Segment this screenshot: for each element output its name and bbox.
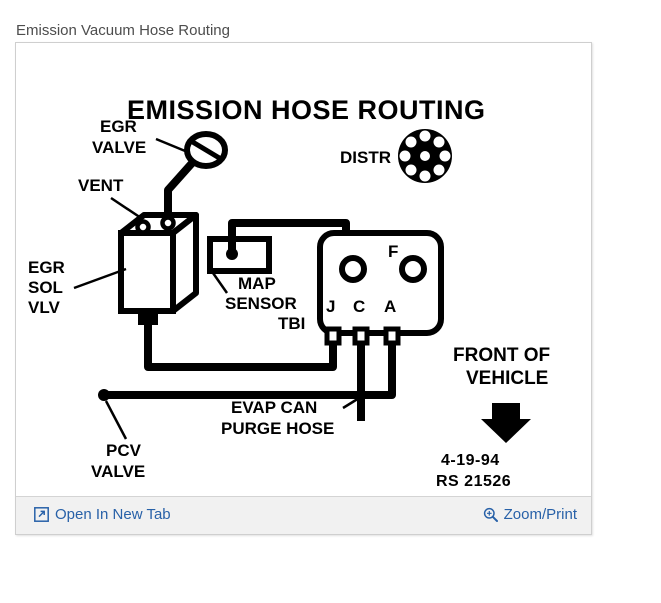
leader-map-sensor [211, 272, 229, 294]
leader-evap-hose [342, 393, 365, 410]
image-viewer-panel: EMISSION HOSE ROUTING EGR VALVE VENT [15, 42, 592, 535]
leader-egr-valve [155, 137, 191, 155]
egr-valve-symbol [184, 131, 228, 169]
label-front-of-line2: VEHICLE [466, 368, 548, 389]
tbi-port-stubs [324, 326, 401, 346]
leader-pcv-valve [104, 400, 128, 440]
label-port-f: F [388, 242, 398, 261]
label-port-j: J [326, 297, 335, 316]
zoom-print-label: Zoom/Print [503, 506, 577, 523]
external-link-icon [34, 507, 49, 522]
hose-tbi-j-to-egr-solenoid [144, 325, 337, 371]
label-pcv-line1: PCV [106, 441, 142, 460]
open-in-new-tab-label: Open In New Tab [55, 506, 171, 523]
label-evap-line1: EVAP CAN [231, 398, 317, 417]
pcv-valve-symbol [98, 389, 110, 401]
label-egr-sol-line2: SOL [28, 278, 63, 297]
label-front-of-line1: FRONT OF [453, 345, 550, 366]
label-distr: DISTR [340, 148, 391, 167]
front-of-vehicle-arrow-icon [481, 403, 531, 443]
diagram-title: EMISSION HOSE ROUTING [127, 95, 486, 125]
page-title: Emission Vacuum Hose Routing [16, 22, 230, 39]
label-egr-valve-line2: VALVE [92, 138, 146, 157]
label-pcv-line2: VALVE [91, 462, 145, 481]
label-egr-valve-line1: EGR [100, 117, 137, 136]
zoom-in-magnifier-icon [483, 507, 498, 522]
egr-solenoid-valve-symbol [118, 212, 199, 325]
tbi-symbol [317, 230, 444, 336]
stamp-date: 4-19-94 [441, 452, 500, 469]
label-evap-line2: PURGE HOSE [221, 419, 334, 438]
label-vent: VENT [78, 176, 124, 195]
stamp-code: RS 21526 [436, 473, 511, 490]
label-port-a: A [384, 297, 396, 316]
open-in-new-tab-button[interactable]: Open In New Tab [34, 506, 171, 523]
label-tbi: TBI [278, 314, 305, 333]
label-port-c: C [353, 297, 365, 316]
zoom-print-button[interactable]: Zoom/Print [483, 506, 577, 523]
label-egr-sol-line1: EGR [28, 258, 65, 277]
viewer-toolbar: Open In New Tab Zoom/Print [16, 496, 591, 534]
diagram-image[interactable]: EMISSION HOSE ROUTING EGR VALVE VENT [16, 43, 591, 496]
map-sensor-symbol [207, 236, 272, 274]
label-map-sensor-line2: SENSOR [225, 294, 297, 313]
hose-tbi-a-to-pcv [104, 343, 396, 399]
distributor-symbol [398, 129, 452, 183]
label-egr-sol-line3: VLV [28, 298, 60, 317]
leader-egr-sol [73, 267, 127, 290]
label-map-sensor-line1: MAP [238, 274, 276, 293]
